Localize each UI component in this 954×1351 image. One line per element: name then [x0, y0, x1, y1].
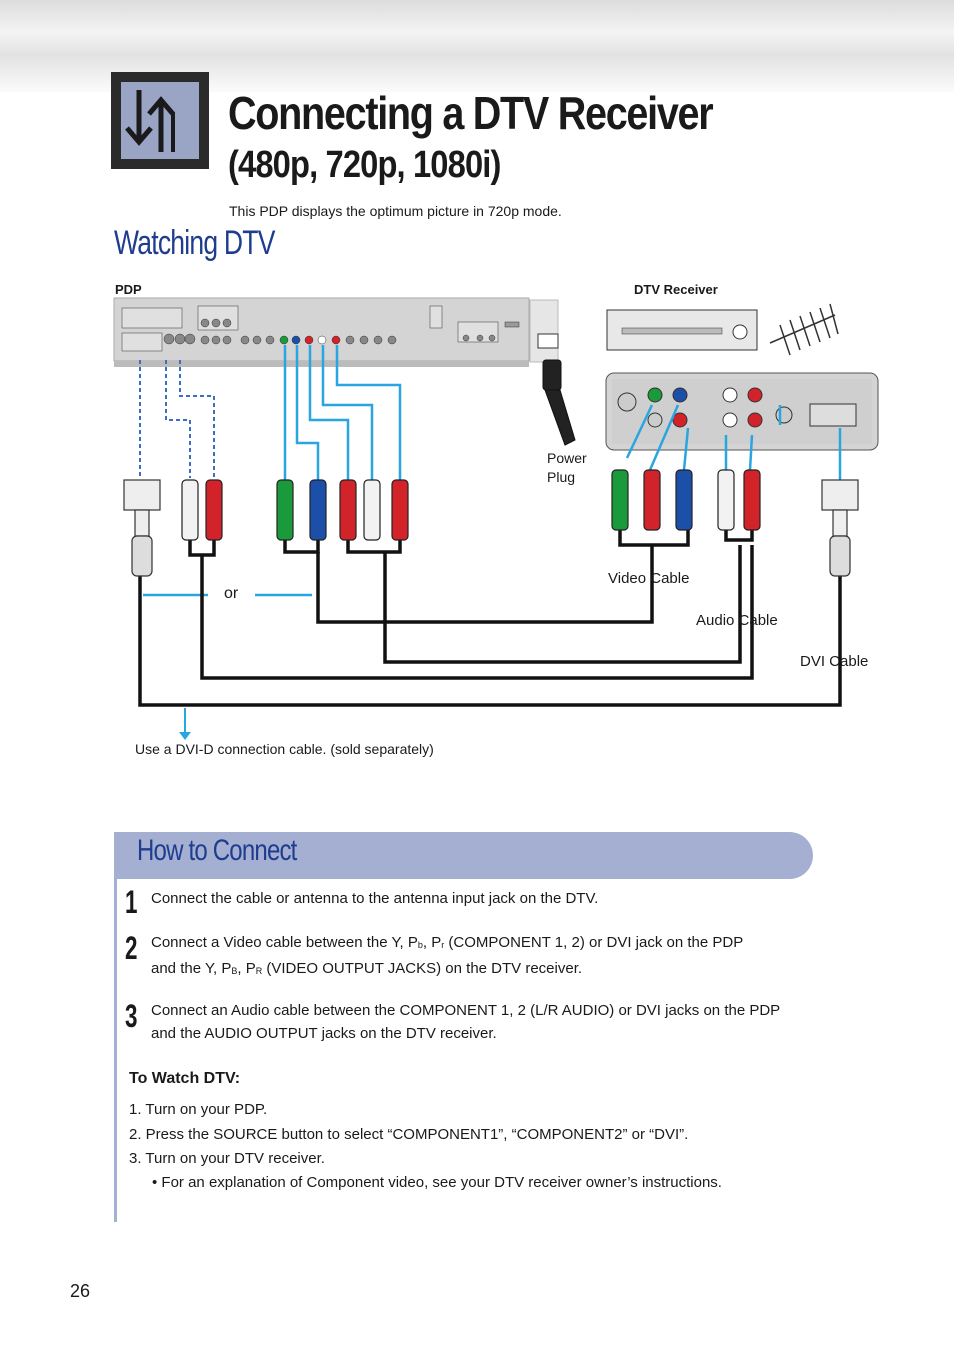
dvi-connector-left	[123, 479, 161, 577]
section-rule	[114, 879, 117, 1222]
dvi-note: Use a DVI-D connection cable. (sold sepa…	[135, 741, 434, 757]
connection-logo-icon	[111, 72, 209, 169]
page-number: 26	[70, 1281, 91, 1301]
list-item: • For an explanation of Component video,…	[152, 1174, 722, 1191]
step-number: 1	[125, 884, 138, 920]
power-plug-label-1: Power	[547, 450, 587, 466]
power-plug-icon	[542, 359, 576, 446]
power-plug-label-2: Plug	[547, 469, 576, 485]
page-title: Connecting a DTV Receiver	[228, 87, 714, 139]
list-item: 2. Press the SOURCE button to select “CO…	[129, 1126, 689, 1143]
dvi-connector-right	[821, 479, 859, 577]
step-number: 3	[125, 998, 138, 1034]
dvi-cable-label: DVI Cable	[800, 653, 869, 670]
to-watch-heading: To Watch DTV:	[129, 1070, 241, 1087]
pdp-label: PDP	[115, 282, 142, 297]
step-text: Connect an Audio cable between the COMPO…	[151, 1002, 780, 1042]
list-item: 1. Turn on your PDP.	[129, 1101, 268, 1118]
antenna-icon	[769, 303, 839, 356]
step-text: Connect a Video cable between the Y, Pb,…	[151, 934, 744, 977]
connection-diagram	[113, 297, 879, 740]
video-cable-label: Video Cable	[608, 570, 690, 587]
step-number: 2	[125, 930, 138, 966]
pdp-jacks	[121, 305, 520, 352]
section-heading-how-to-connect: How to Connect	[137, 834, 297, 867]
rca-plugs	[181, 469, 761, 541]
how-to-connect-bar	[114, 832, 813, 879]
audio-cable-label: Audio Cable	[696, 612, 778, 629]
dtv-receiver-label: DTV Receiver	[634, 282, 718, 297]
step-text: Connect the cable or antenna to the ante…	[151, 890, 599, 907]
or-label: or	[224, 585, 239, 602]
intro-text: This PDP displays the optimum picture in…	[229, 203, 562, 219]
page-subtitle: (480p, 720p, 1080i)	[228, 144, 501, 186]
list-item: 3. Turn on your DTV receiver.	[129, 1150, 325, 1167]
section-heading-watching-dtv: Watching DTV	[114, 224, 275, 262]
